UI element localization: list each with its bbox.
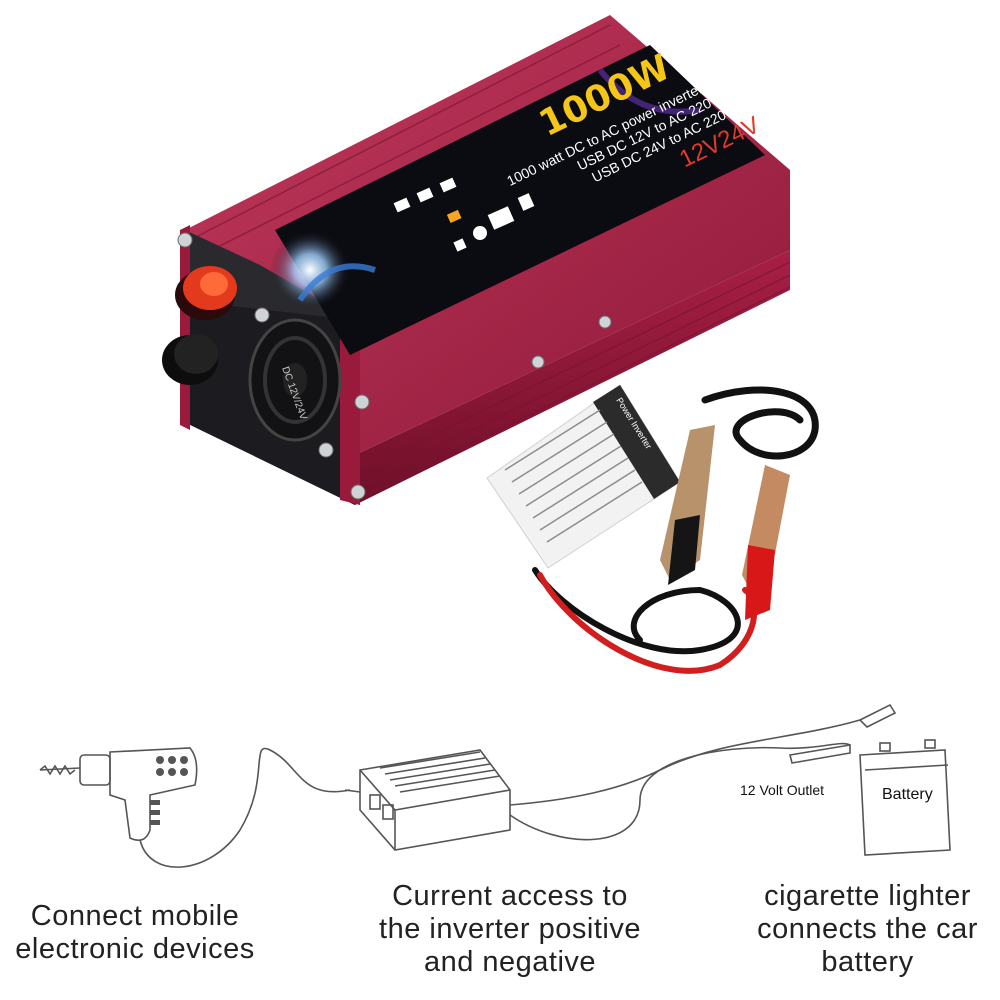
inverter-side-face (355, 250, 790, 505)
battery-label: Battery (882, 786, 933, 803)
red-clamp (742, 465, 790, 620)
outlet-label: 12 Volt Outlet (740, 782, 825, 798)
panel-icons (393, 177, 535, 252)
clamp-sketch-2 (789, 744, 851, 764)
drill-sketch (39, 747, 351, 868)
negative-terminal (162, 334, 218, 385)
caption-middle: Current access to the inverter positive … (355, 880, 665, 979)
caption-middle-line-1: Current access to (392, 880, 628, 912)
caption-right-line-2: connects the car (757, 913, 978, 945)
battery-sketch (859, 739, 951, 856)
caption-right-line-1: cigarette lighter (764, 880, 971, 912)
positive-terminal (175, 266, 237, 320)
caption-middle-line-2: the inverter positive (379, 913, 641, 945)
caption-middle-line-3: and negative (423, 946, 597, 978)
caption-left: Connect mobile electronic devices (0, 900, 270, 966)
manual-text-lines (504, 409, 643, 543)
inverter: DC 12V/24V (162, 15, 791, 505)
inverter-fins (189, 24, 791, 499)
clamp-sketch-1 (858, 703, 897, 728)
caption-left-line-2: electronic devices (15, 933, 255, 965)
wiring-diagram (39, 703, 951, 868)
cooling-fan (248, 318, 342, 442)
wire-bottom (509, 742, 851, 841)
inverter-sketch (344, 749, 511, 851)
caption-right-line-3: battery (821, 946, 914, 978)
caption-left-line-1: Connect mobile (30, 900, 240, 932)
caption-right: cigarette lighter connects the car batte… (735, 880, 1000, 979)
black-clamp (660, 425, 715, 585)
screws (177, 232, 612, 500)
